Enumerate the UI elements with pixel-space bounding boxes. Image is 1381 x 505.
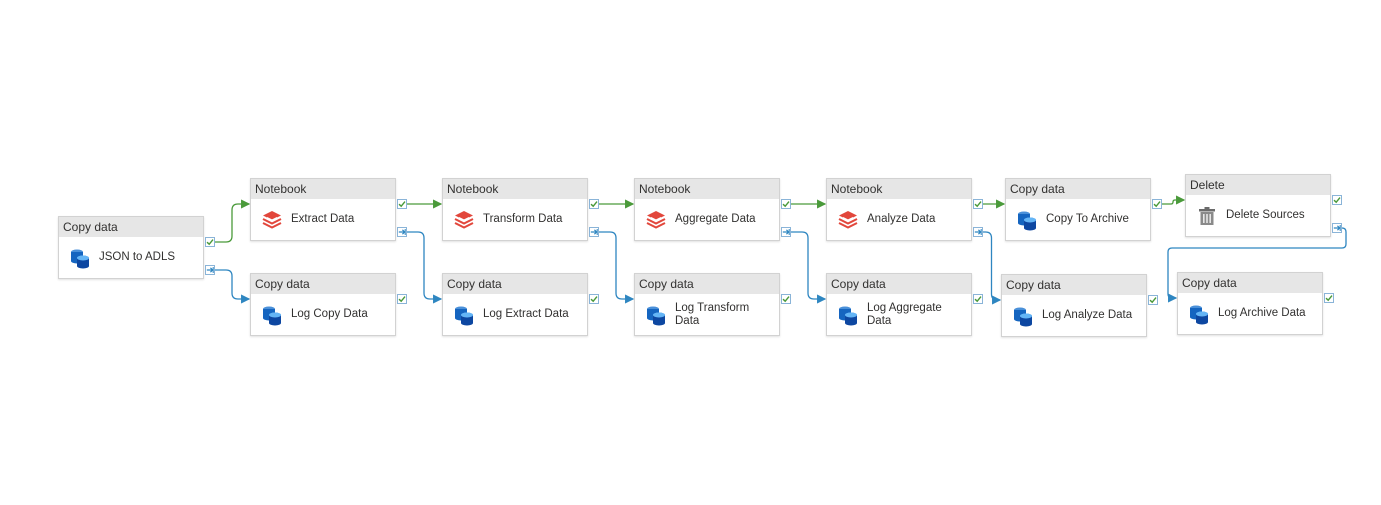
activity-body: JSON to ADLS <box>59 237 203 278</box>
completion-port-icon[interactable] <box>1332 223 1342 233</box>
completion-port-icon[interactable] <box>781 227 791 237</box>
activity-type-label: Notebook <box>443 179 587 199</box>
success-port-icon[interactable] <box>397 199 407 209</box>
databricks-notebook-icon <box>837 209 859 231</box>
activity-type-label: Copy data <box>443 274 587 294</box>
success-port-icon[interactable] <box>589 199 599 209</box>
activity-name: Log Transform Data <box>675 301 750 327</box>
success-port-icon[interactable] <box>1152 199 1162 209</box>
activity-log-extract-data[interactable]: Copy data Log Extract Data <box>442 273 588 336</box>
activity-log-analyze-data[interactable]: Copy data Log Analyze Data <box>1001 274 1147 337</box>
activity-type-label: Delete <box>1186 175 1330 195</box>
activity-type-label: Notebook <box>251 179 395 199</box>
activity-log-archive-data[interactable]: Copy data Log Archive Data <box>1177 272 1323 335</box>
activity-name: JSON to ADLS <box>99 251 176 263</box>
success-port-icon[interactable] <box>1148 295 1158 305</box>
success-port-icon[interactable] <box>1324 293 1334 303</box>
success-port-icon[interactable] <box>973 294 983 304</box>
copy-data-icon <box>1016 209 1038 231</box>
activity-name: Log Analyze Data <box>1042 309 1133 321</box>
success-port-icon[interactable] <box>973 199 983 209</box>
activity-transform-data[interactable]: Notebook Transform Data <box>442 178 588 241</box>
activity-name: Analyze Data <box>867 213 936 225</box>
activity-body: Aggregate Data <box>635 199 779 240</box>
copy-data-icon <box>837 304 859 326</box>
activity-name: Log Aggregate Data <box>867 301 942 327</box>
activity-body: Log Transform Data <box>635 294 779 335</box>
databricks-notebook-icon <box>645 209 667 231</box>
activity-body: Log Aggregate Data <box>827 294 971 335</box>
activity-type-label: Copy data <box>251 274 395 294</box>
activity-log-copy-data[interactable]: Copy data Log Copy Data <box>250 273 396 336</box>
activity-body: Log Analyze Data <box>1002 295 1146 336</box>
activity-name: Extract Data <box>291 213 355 225</box>
activity-type-label: Copy data <box>1002 275 1146 295</box>
databricks-notebook-icon <box>453 209 475 231</box>
completion-dependency-connector[interactable] <box>983 231 1002 305</box>
activity-body: Log Extract Data <box>443 294 587 335</box>
success-dependency-connector[interactable] <box>1162 195 1186 205</box>
success-port-icon[interactable] <box>589 294 599 304</box>
databricks-notebook-icon <box>261 209 283 231</box>
activity-type-label: Copy data <box>827 274 971 294</box>
completion-port-icon[interactable] <box>973 227 983 237</box>
activity-extract-data[interactable]: Notebook Extract Data <box>250 178 396 241</box>
activity-body: Log Copy Data <box>251 294 395 335</box>
activity-aggregate-data[interactable]: Notebook Aggregate Data <box>634 178 780 241</box>
activity-body: Delete Sources <box>1186 195 1330 236</box>
copy-data-icon <box>69 247 91 269</box>
copy-data-icon <box>261 304 283 326</box>
activity-body: Copy To Archive <box>1006 199 1150 240</box>
activity-type-label: Copy data <box>635 274 779 294</box>
success-port-icon[interactable] <box>205 237 215 247</box>
success-port-icon[interactable] <box>781 294 791 304</box>
copy-data-icon <box>453 304 475 326</box>
activity-copy-to-archive[interactable]: Copy data Copy To Archive <box>1005 178 1151 241</box>
activity-analyze-data[interactable]: Notebook Analyze Data <box>826 178 972 241</box>
activity-name: Log Copy Data <box>291 308 368 320</box>
activity-body: Extract Data <box>251 199 395 240</box>
activity-name: Delete Sources <box>1226 209 1305 221</box>
activity-type-label: Copy data <box>59 217 203 237</box>
activity-delete-sources[interactable]: Delete Delete Sources <box>1185 174 1331 237</box>
activity-body: Transform Data <box>443 199 587 240</box>
copy-data-icon <box>645 304 667 326</box>
activity-type-label: Notebook <box>635 179 779 199</box>
completion-port-icon[interactable] <box>589 227 599 237</box>
activity-log-aggregate-data[interactable]: Copy data Log Aggregate Data <box>826 273 972 336</box>
activity-name: Copy To Archive <box>1046 213 1129 225</box>
copy-data-icon <box>1188 303 1210 325</box>
activity-type-label: Copy data <box>1178 273 1322 293</box>
activity-name: Log Archive Data <box>1218 307 1306 319</box>
completion-dependency-connector[interactable] <box>791 231 827 304</box>
completion-port-icon[interactable] <box>205 265 215 275</box>
activity-log-transform-data[interactable]: Copy data Log Transform Data <box>634 273 780 336</box>
activity-body: Analyze Data <box>827 199 971 240</box>
activity-name: Aggregate Data <box>675 213 756 225</box>
activity-name: Log Extract Data <box>483 308 569 320</box>
completion-port-icon[interactable] <box>397 227 407 237</box>
success-port-icon[interactable] <box>397 294 407 304</box>
completion-dependency-connector[interactable] <box>599 231 635 304</box>
copy-data-icon <box>1012 305 1034 327</box>
completion-dependency-connector[interactable] <box>215 269 251 304</box>
success-dependency-connector[interactable] <box>215 199 251 243</box>
success-port-icon[interactable] <box>1332 195 1342 205</box>
success-port-icon[interactable] <box>781 199 791 209</box>
activity-name: Transform Data <box>483 213 563 225</box>
activity-type-label: Notebook <box>827 179 971 199</box>
activity-json-to-adls[interactable]: Copy data JSON to ADLS <box>58 216 204 279</box>
completion-dependency-connector[interactable] <box>407 231 443 304</box>
trash-icon <box>1196 205 1218 227</box>
activity-type-label: Copy data <box>1006 179 1150 199</box>
activity-body: Log Archive Data <box>1178 293 1322 334</box>
